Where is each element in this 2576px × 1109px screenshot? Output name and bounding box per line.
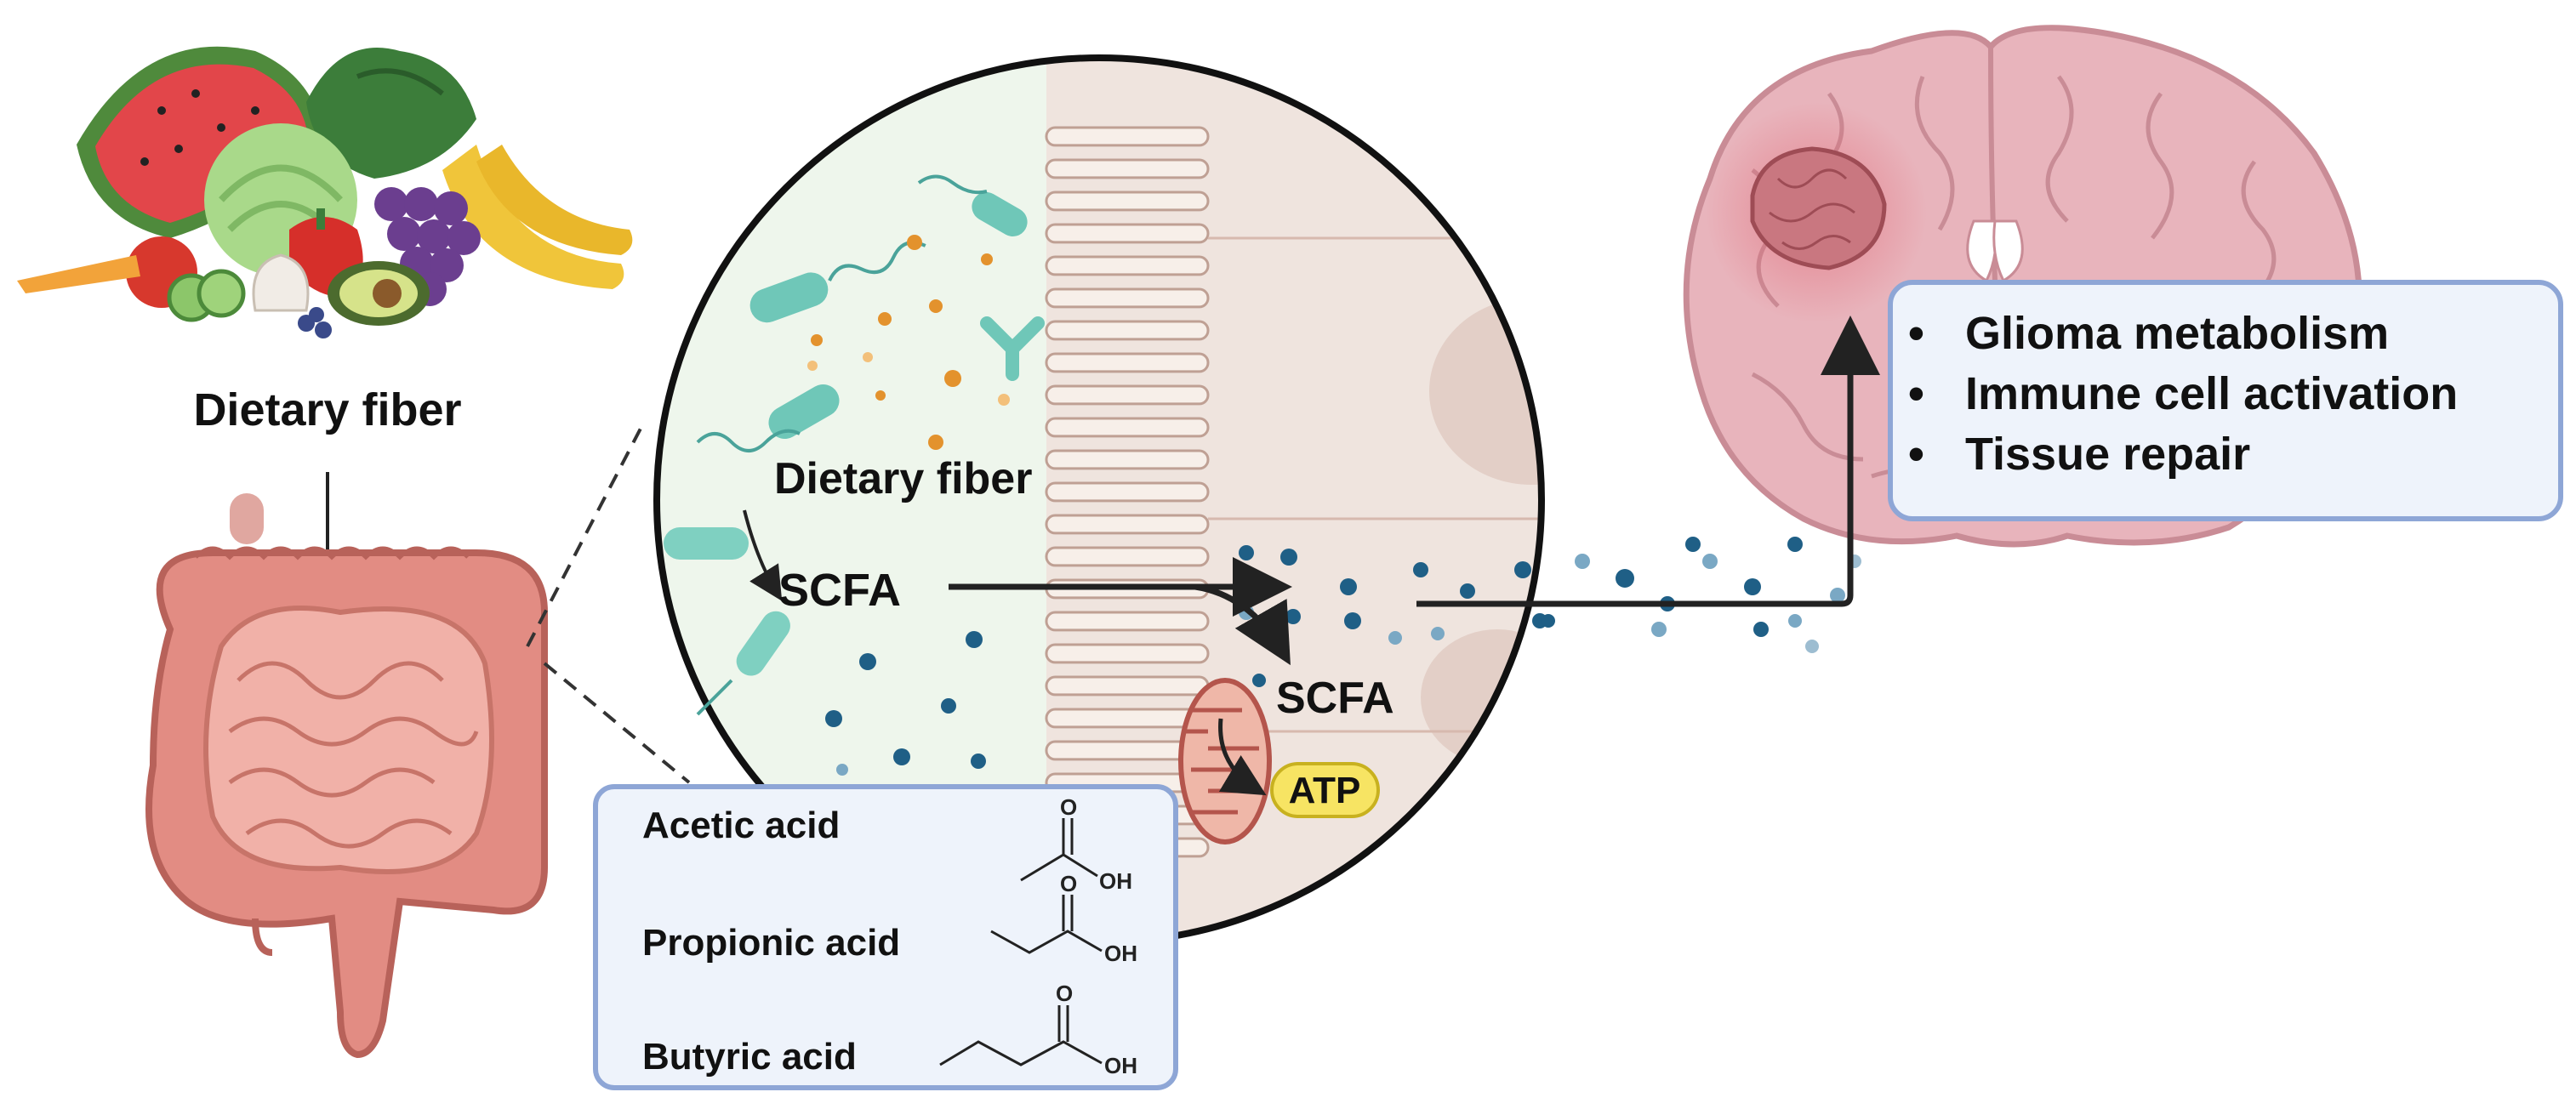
zoom-line-bottom <box>543 662 691 784</box>
acetic-oh-label: OH <box>1099 868 1132 894</box>
dietary-fiber-lumen-label: Dietary fiber <box>774 454 1032 503</box>
acetic-acid-structure <box>1020 818 1098 882</box>
villus <box>1045 352 1210 373</box>
effect-bullet: • <box>1908 429 1924 480</box>
villus <box>1045 126 1210 147</box>
atp-badge: ATP <box>1270 762 1380 818</box>
villus <box>1045 223 1210 244</box>
brain-effects-box: • Glioma metabolism • Immune cell activa… <box>1888 280 2563 521</box>
bacterium-icon <box>749 272 829 323</box>
scfa-types-box: Acetic acid Propionic acid Butyric acid … <box>593 784 1178 1090</box>
effect-immune-cell-activation: Immune cell activation <box>1965 368 2458 419</box>
bacterium-icon <box>664 527 749 560</box>
scfa-cell-label: SCFA <box>1276 674 1394 723</box>
acetic-acid-label: Acetic acid <box>642 805 840 846</box>
villus <box>1045 643 1210 664</box>
mitochondria-to-atp-arrow <box>1218 718 1267 796</box>
butyric-oh-label: OH <box>1104 1053 1137 1078</box>
propionic-acid-label: Propionic acid <box>642 922 900 964</box>
blueberries-icon <box>298 307 332 338</box>
villus <box>1045 546 1210 567</box>
butyric-acid-label: Butyric acid <box>642 1036 857 1078</box>
villus <box>1045 320 1210 341</box>
branched-bacterium-icon <box>980 316 1045 381</box>
intestine-illustration <box>145 493 548 1059</box>
effect-bullet: • <box>1908 308 1924 359</box>
fiber-particles <box>807 235 1010 450</box>
cucumber-icon <box>167 269 246 322</box>
carrot-icon <box>17 255 140 293</box>
zoom-line-top <box>526 424 644 647</box>
butyric-o-label: O <box>1056 981 1073 1006</box>
effect-bullet: • <box>1908 368 1924 419</box>
villus <box>1045 514 1210 535</box>
villus <box>1045 158 1210 179</box>
villus <box>1045 481 1210 503</box>
bacterium-icon <box>736 611 790 676</box>
villus <box>1045 255 1210 276</box>
villus <box>1045 675 1210 697</box>
food-pile-illustration <box>17 46 633 338</box>
villus <box>1045 611 1210 632</box>
atp-label: ATP <box>1289 770 1361 811</box>
villus <box>1045 417 1210 438</box>
dietary-fiber-food-label: Dietary fiber <box>193 384 461 435</box>
gut-bacteria-group <box>664 174 1045 716</box>
leafy-greens-icon <box>306 48 476 179</box>
villus <box>1045 287 1210 309</box>
fiber-to-scfa-arrow <box>743 509 783 601</box>
propionic-acid-structure <box>990 895 1103 954</box>
propionic-oh-label: OH <box>1104 941 1137 966</box>
bacterium-icon <box>972 192 1028 236</box>
propionic-o-label: O <box>1060 871 1077 896</box>
scfa-to-mitochondria-arrow <box>1194 583 1291 666</box>
acetic-o-label: O <box>1060 794 1077 820</box>
villus <box>1045 191 1210 212</box>
garlic-icon <box>252 253 310 312</box>
villus <box>1045 449 1210 470</box>
effect-glioma-metabolism: Glioma metabolism <box>1965 308 2389 359</box>
effect-tissue-repair: Tissue repair <box>1965 429 2250 480</box>
butyric-acid-structure <box>939 1005 1103 1066</box>
mitochondrion-icon <box>1178 678 1272 845</box>
scfa-to-brain-arrow <box>1416 316 1880 607</box>
blood-scfa-particles <box>1514 537 1861 653</box>
villus <box>1045 384 1210 406</box>
scfa-lumen-label: SCFA <box>778 565 901 616</box>
bacterium-icon <box>768 384 840 439</box>
